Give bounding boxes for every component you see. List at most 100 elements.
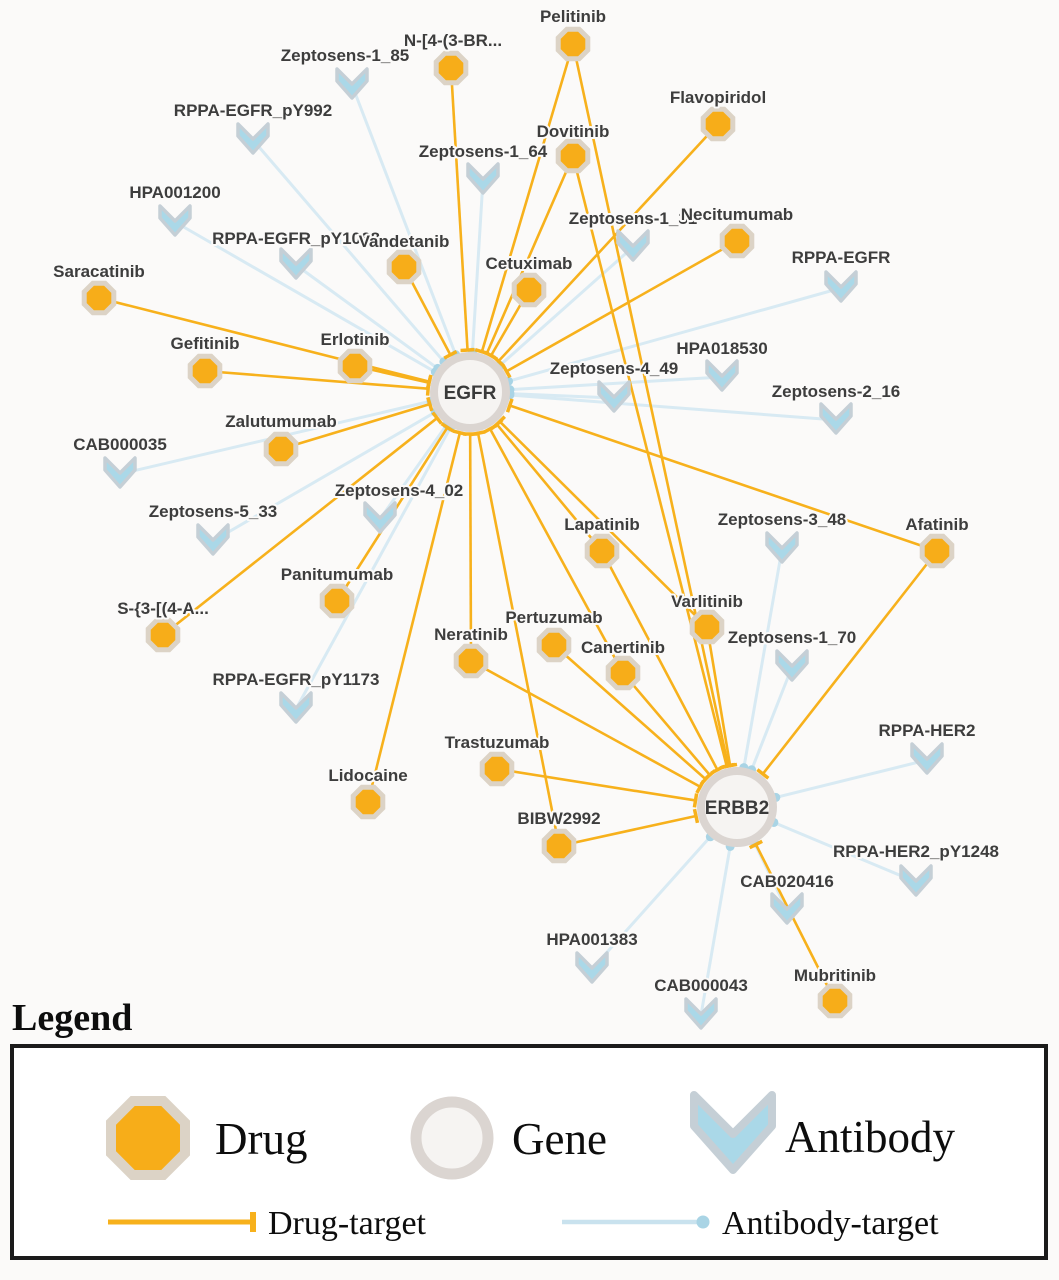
node-label-varlitinib: Varlitinib [671, 592, 743, 611]
node-label-cab000043: CAB000043 [654, 976, 748, 995]
edge-drug-mubritinib [754, 843, 837, 1002]
edge-drug-tee [431, 411, 443, 425]
antibody-node-zeptosens-4-49 [597, 380, 631, 413]
antibody-node-cab020416 [770, 892, 804, 925]
drug-node-cetuximab [511, 272, 547, 308]
edge-antibody-hpa001383 [590, 835, 712, 971]
drug-node-neratinib [453, 643, 489, 679]
drug-node-trastuzumab [479, 751, 515, 787]
legend-title: Legend [12, 997, 132, 1039]
node-label-vandetanib: Vandetanib [359, 232, 450, 251]
edge-drug-dovitinib [485, 155, 575, 355]
antibody-legend-icon [690, 1091, 776, 1174]
node-label-s-3-4-a: S-{3-[(4-A... [117, 599, 209, 618]
edge-drug-flavopiridol [497, 123, 719, 363]
edge-drug-varlitinib [498, 420, 708, 628]
antibody-node-rppa-egfr-py1068 [279, 247, 313, 280]
node-label-zeptosens-1-70: Zeptosens-1_70 [728, 628, 857, 647]
edge-drug-saracatinib [98, 296, 430, 383]
drug-node-erlotinib [337, 348, 373, 384]
node-label-bibw2992: BIBW2992 [517, 809, 600, 828]
edge-drug-tee [426, 396, 434, 412]
antibody-node-hpa018530 [705, 359, 739, 392]
drug-legend-icon [106, 1096, 190, 1180]
edge-antibody-zeptosens-1-31 [498, 245, 634, 367]
edge-drug-trastuzumab [496, 767, 696, 802]
edge-drug-tee [470, 430, 486, 437]
edge-drug-lidocaine [366, 432, 462, 803]
node-label-cab020416: CAB020416 [740, 872, 834, 891]
drug-node-zalutumumab [263, 431, 299, 467]
drug-node-lapatinib [584, 533, 620, 569]
node-label-erlotinib: Erlotinib [321, 330, 390, 349]
node-label-hpa001200: HPA001200 [129, 183, 220, 202]
antibody-node-zeptosens-1-64 [466, 162, 500, 195]
edge-antibody-hpa001200 [174, 220, 437, 374]
node-label-zeptosens-1-31: Zeptosens-1_31 [569, 209, 698, 228]
edge-antibody-rppa-her2 [775, 758, 928, 799]
node-label-lidocaine: Lidocaine [328, 766, 407, 785]
drug-node-afatinib [919, 533, 955, 569]
node-label-zeptosens-5-33: Zeptosens-5_33 [149, 502, 278, 521]
node-label-saracatinib: Saracatinib [53, 262, 145, 281]
node-label-canertinib: Canertinib [581, 638, 665, 657]
antibody-node-zeptosens-3-48 [765, 531, 799, 564]
node-label-neratinib: Neratinib [434, 625, 508, 644]
network-nodes [81, 26, 955, 1030]
node-label-rppa-egfr-py992: RPPA-EGFR_pY992 [174, 101, 332, 120]
edge-drug-tee [692, 793, 699, 808]
edge-drug-canertinib [488, 428, 625, 674]
node-label-zeptosens-3-48: Zeptosens-3_48 [718, 510, 847, 529]
node-label-pelitinib: Pelitinib [540, 7, 606, 26]
legend: Legend Drug Gene Antibody Drug-target An… [10, 997, 1048, 1260]
node-label-zeptosens-4-49: Zeptosens-4_49 [550, 359, 679, 378]
drug-node-necitumumab [719, 223, 755, 259]
node-label-dovitinib: Dovitinib [537, 122, 610, 141]
antibody-node-rppa-egfr-py992 [236, 122, 270, 155]
drug-node-n-4-3-br [433, 50, 469, 86]
edge-antibody-rppa-egfr-py1068 [295, 263, 439, 370]
edge-drug-dovitinib [571, 155, 729, 767]
edge-drug-necitumumab [505, 239, 738, 373]
edge-antibody-rppa-egfr-py1173 [294, 426, 453, 710]
node-label-flavopiridol: Flavopiridol [670, 88, 766, 107]
drug-node-flavopiridol [700, 106, 736, 142]
node-label-rppa-egfr-py1068: RPPA-EGFR_pY1068 [212, 229, 380, 248]
edge-antibody-zeptosens-2-16 [509, 393, 837, 422]
antibody-node-zeptosens-1-31 [616, 229, 650, 262]
antibody-target-edge-dot [696, 1215, 710, 1229]
edge-drug-tee [493, 415, 506, 428]
node-label-zeptosens-1-64: Zeptosens-1_64 [419, 142, 548, 161]
node-label-cetuximab: Cetuximab [486, 254, 573, 273]
node-label-lapatinib: Lapatinib [564, 515, 640, 534]
node-label-rppa-egfr: RPPA-EGFR [792, 248, 891, 267]
node-label-zeptosens-4-02: Zeptosens-4_02 [335, 481, 464, 500]
drug-node-dovitinib [555, 138, 591, 174]
edge-drug-tee [440, 422, 455, 433]
node-label-rppa-egfr-py1173: RPPA-EGFR_pY1173 [213, 670, 380, 689]
drug-node-canertinib [605, 655, 641, 691]
edge-antibody-rppa-egfr-py992 [251, 139, 446, 363]
antibody-node-hpa001200 [158, 204, 192, 237]
antibody-node-rppa-egfr [824, 270, 858, 303]
edge-drug-lapatinib [495, 423, 604, 552]
antibody-node-zeptosens-1-70 [775, 649, 809, 682]
edge-antibody-zeptosens-1-70 [750, 666, 794, 771]
edge-antibody-zeptosens-4-02 [378, 423, 449, 520]
drug-node-varlitinib [689, 609, 725, 645]
antibody-node-zeptosens-1-85 [335, 67, 369, 100]
edge-antibody-zeptosens-4-49 [509, 392, 615, 400]
network-labels: EGFRERBB2Zeptosens-1_85RPPA-EGFR_pY992Ze… [51, 5, 1001, 997]
edge-antibody-zeptosens-1-85 [350, 84, 458, 356]
antibody-node-hpa001383 [575, 951, 609, 984]
drug-node-panitumumab [319, 583, 355, 619]
edge-drug-tee [748, 839, 763, 850]
node-label-n-4-3-br: N-[4-(3-BR... [404, 31, 502, 50]
node-label-pertuzumab: Pertuzumab [505, 608, 602, 627]
edge-drug-tee [505, 398, 514, 413]
node-label-necitumumab: Necitumumab [681, 205, 793, 224]
edge-drug-tee [460, 347, 475, 353]
antibody-target-legend-label: Antibody-target [722, 1205, 939, 1242]
node-label-mubritinib: Mubritinib [794, 966, 876, 985]
